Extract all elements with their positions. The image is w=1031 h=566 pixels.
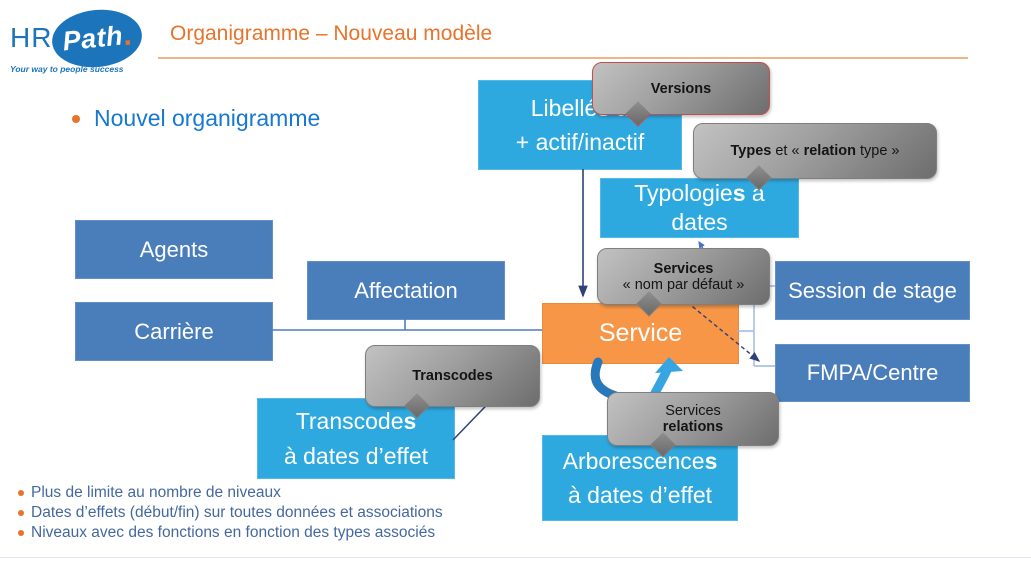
node-label: Service — [598, 319, 683, 347]
bullet-dot — [18, 510, 24, 517]
callout-versions: Versions — [592, 62, 770, 115]
node-label: FMPA/Centre — [806, 360, 939, 385]
node-label: Agents — [139, 236, 209, 262]
intro-bullet: Nouvel organigramme — [72, 105, 320, 132]
node-label-line1: Transcodes — [295, 408, 417, 434]
node-agents: Agents — [75, 220, 273, 279]
node-label-line1: Arborescences — [562, 447, 718, 474]
title-underline — [158, 57, 968, 59]
callout-label: Transcodes — [412, 368, 493, 384]
callout-transcodes: Transcodes — [365, 345, 540, 407]
bullet-dot — [72, 114, 80, 123]
node-service: Service — [542, 303, 739, 364]
node-arborescences-a-dates: Arborescences à dates d’effet — [542, 435, 738, 521]
callout-types-relation-type: Types et « relation type » — [693, 123, 937, 179]
logo-hr-text: HR — [10, 22, 53, 53]
callout-label: Versions — [650, 80, 712, 97]
node-label-line2: à dates d’effet — [283, 442, 429, 469]
bullet-dot — [18, 490, 24, 496]
node-carriere: Carrière — [75, 302, 273, 361]
node-session-de-stage: Session de stage — [775, 261, 970, 320]
logo-tagline: Your way to people success — [10, 64, 124, 74]
callout-services-nom-par-defaut: Services « nom par défaut » — [597, 248, 770, 305]
footer-bullet-item: Plus de limite au nombre de niveaux — [18, 484, 443, 501]
node-label-line2: + actif/inactif — [515, 129, 645, 155]
node-transcodes-a-dates: Transcodes à dates d’effet — [257, 398, 455, 479]
node-label: Session de stage — [788, 277, 957, 303]
node-typologies-a-dates: Typologies a dates — [600, 178, 799, 238]
loop-arc-down — [590, 357, 621, 401]
callout-label-line2: relations — [662, 419, 724, 435]
node-affectation: Affectation — [307, 261, 505, 320]
callout-label: Types et « relation type » — [730, 143, 900, 159]
node-label-line2: à dates d’effet — [567, 482, 713, 508]
footer-divider — [0, 557, 1031, 558]
hr-path-logo: HR Path . — [8, 5, 158, 72]
footer-bullet-text: Plus de limite au nombre de niveaux — [31, 484, 281, 501]
logo-ellipse: Path . — [49, 5, 145, 72]
logo-path-text: Path — [61, 20, 125, 57]
callout-label-line1: Services — [653, 260, 714, 277]
bullet-dot — [18, 530, 24, 537]
node-label: Affectation — [354, 277, 458, 303]
callout-label-line1: Services — [665, 403, 721, 419]
footer-bullet-list: Plus de limite au nombre de niveaux Date… — [18, 484, 443, 544]
intro-bullet-label: Nouvel organigramme — [94, 105, 321, 131]
node-label-line2: dates — [671, 209, 728, 235]
slide-title: Organigramme – Nouveau modèle — [170, 22, 493, 45]
footer-bullet-item: Dates d’effets (début/fin) sur toutes do… — [18, 504, 443, 521]
node-fmpa-centre: FMPA/Centre — [775, 344, 970, 402]
callout-label-line2: « nom par défaut » — [622, 276, 745, 293]
callout-services-relations: Services relations — [607, 392, 779, 446]
footer-bullet-text: Niveaux avec des fonctions en fonction d… — [31, 524, 436, 542]
node-label: Carrière — [134, 318, 214, 344]
footer-bullet-item: Niveaux avec des fonctions en fonction d… — [18, 524, 443, 541]
logo-orange-dot: . — [121, 17, 133, 52]
node-label-line1: Typologies a — [634, 180, 765, 207]
footer-bullet-text: Dates d’effets (début/fin) sur toutes do… — [31, 504, 443, 522]
